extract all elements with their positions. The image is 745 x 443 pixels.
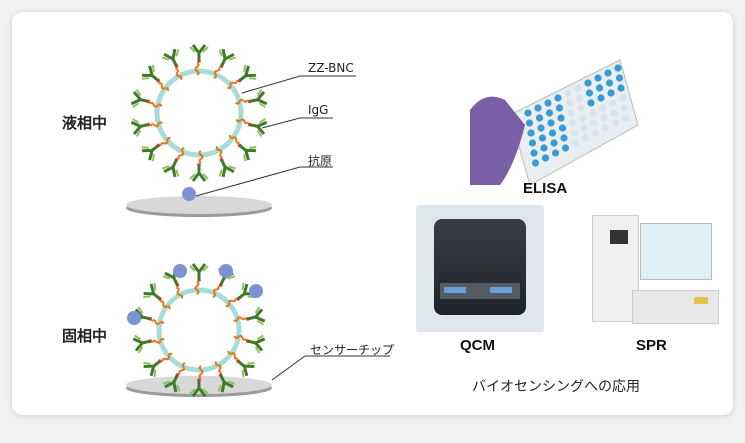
zz-domain [232, 316, 247, 323]
bionanocapsule-shell [156, 287, 242, 373]
igg-antibody [143, 352, 173, 378]
gloved-hand [470, 96, 525, 185]
qcm-caption: QCM [460, 337, 495, 354]
igg-antibody [214, 361, 236, 393]
zz-domain [176, 286, 184, 299]
zz-domain [213, 66, 221, 79]
leader-line [195, 166, 333, 197]
zz-domain [177, 147, 185, 160]
zz-domain [178, 362, 186, 375]
igg-antibody [130, 89, 163, 108]
solid-phase-capsule [132, 263, 266, 397]
antigen [173, 264, 187, 278]
igg-antibody [232, 306, 266, 326]
liquid-phase-capsule [130, 44, 268, 182]
antigen [219, 264, 233, 278]
zz-domain [151, 337, 166, 344]
leader-line [241, 75, 356, 94]
zz-domain [212, 285, 220, 298]
leader-line [261, 117, 333, 129]
igg-antibody [233, 334, 266, 354]
zz-domain [160, 137, 171, 146]
zz-domain [198, 150, 204, 164]
solid-phase-label: 固相中 [62, 327, 108, 345]
elisa-photo [470, 55, 640, 190]
zz-domain [175, 67, 183, 81]
igg-antibody [161, 147, 185, 178]
igg-antibody [141, 137, 171, 162]
antigen-label: 抗原 [308, 154, 333, 168]
applications-title: バイオセンシングへの応用 [472, 379, 640, 395]
qcm-photo [416, 205, 544, 332]
elisa-caption: ELISA [523, 180, 568, 197]
igg-antibody [161, 48, 183, 81]
igg-antibody [234, 89, 268, 108]
antigen-bound [182, 187, 196, 201]
igg-label: IgG [308, 103, 329, 117]
zz-domain [215, 145, 223, 159]
spr-caption: SPR [636, 337, 667, 354]
zz-domain [158, 82, 170, 91]
zz-domain [227, 80, 238, 89]
zz-domain [149, 121, 164, 128]
zz-domain [194, 281, 200, 295]
zz-domain [234, 98, 249, 105]
igg-antibody [162, 362, 186, 393]
bionanocapsule-shell [154, 68, 244, 158]
igg-antibody [141, 64, 170, 91]
zz-domain [151, 319, 165, 326]
igg-antibody [189, 263, 209, 295]
igg-antibody [213, 48, 237, 79]
sensor-chip-label: センサーチップ [310, 343, 395, 357]
igg-antibody [227, 64, 257, 89]
zz-domain [227, 350, 239, 360]
igg-antibody [228, 135, 257, 162]
zz-domain [194, 62, 200, 76]
igg-antibody [132, 334, 166, 354]
zz-domain [214, 361, 222, 374]
zz-domain [161, 352, 173, 362]
zz-domain [149, 101, 163, 108]
igg-antibody [215, 145, 237, 178]
zz-domain [228, 135, 240, 144]
zz-bnc-label: ZZ-BNC [308, 61, 354, 75]
igg-antibody [143, 282, 171, 310]
igg-antibody [189, 150, 209, 182]
liquid-phase-label: 液相中 [62, 114, 108, 132]
antigen [249, 284, 263, 298]
zz-domain [225, 298, 237, 308]
igg-antibody [189, 44, 209, 76]
antigen [127, 311, 141, 325]
igg-antibody [130, 118, 164, 137]
zz-domain [235, 118, 249, 125]
spr-photo [582, 205, 722, 332]
zz-domain [233, 334, 247, 341]
igg-antibody [235, 118, 268, 137]
igg-antibody [227, 350, 255, 378]
leader-line [271, 355, 390, 381]
zz-domain [198, 365, 204, 379]
sensor-chip [126, 196, 272, 214]
igg-antibody [189, 365, 209, 397]
zz-domain [159, 300, 171, 310]
